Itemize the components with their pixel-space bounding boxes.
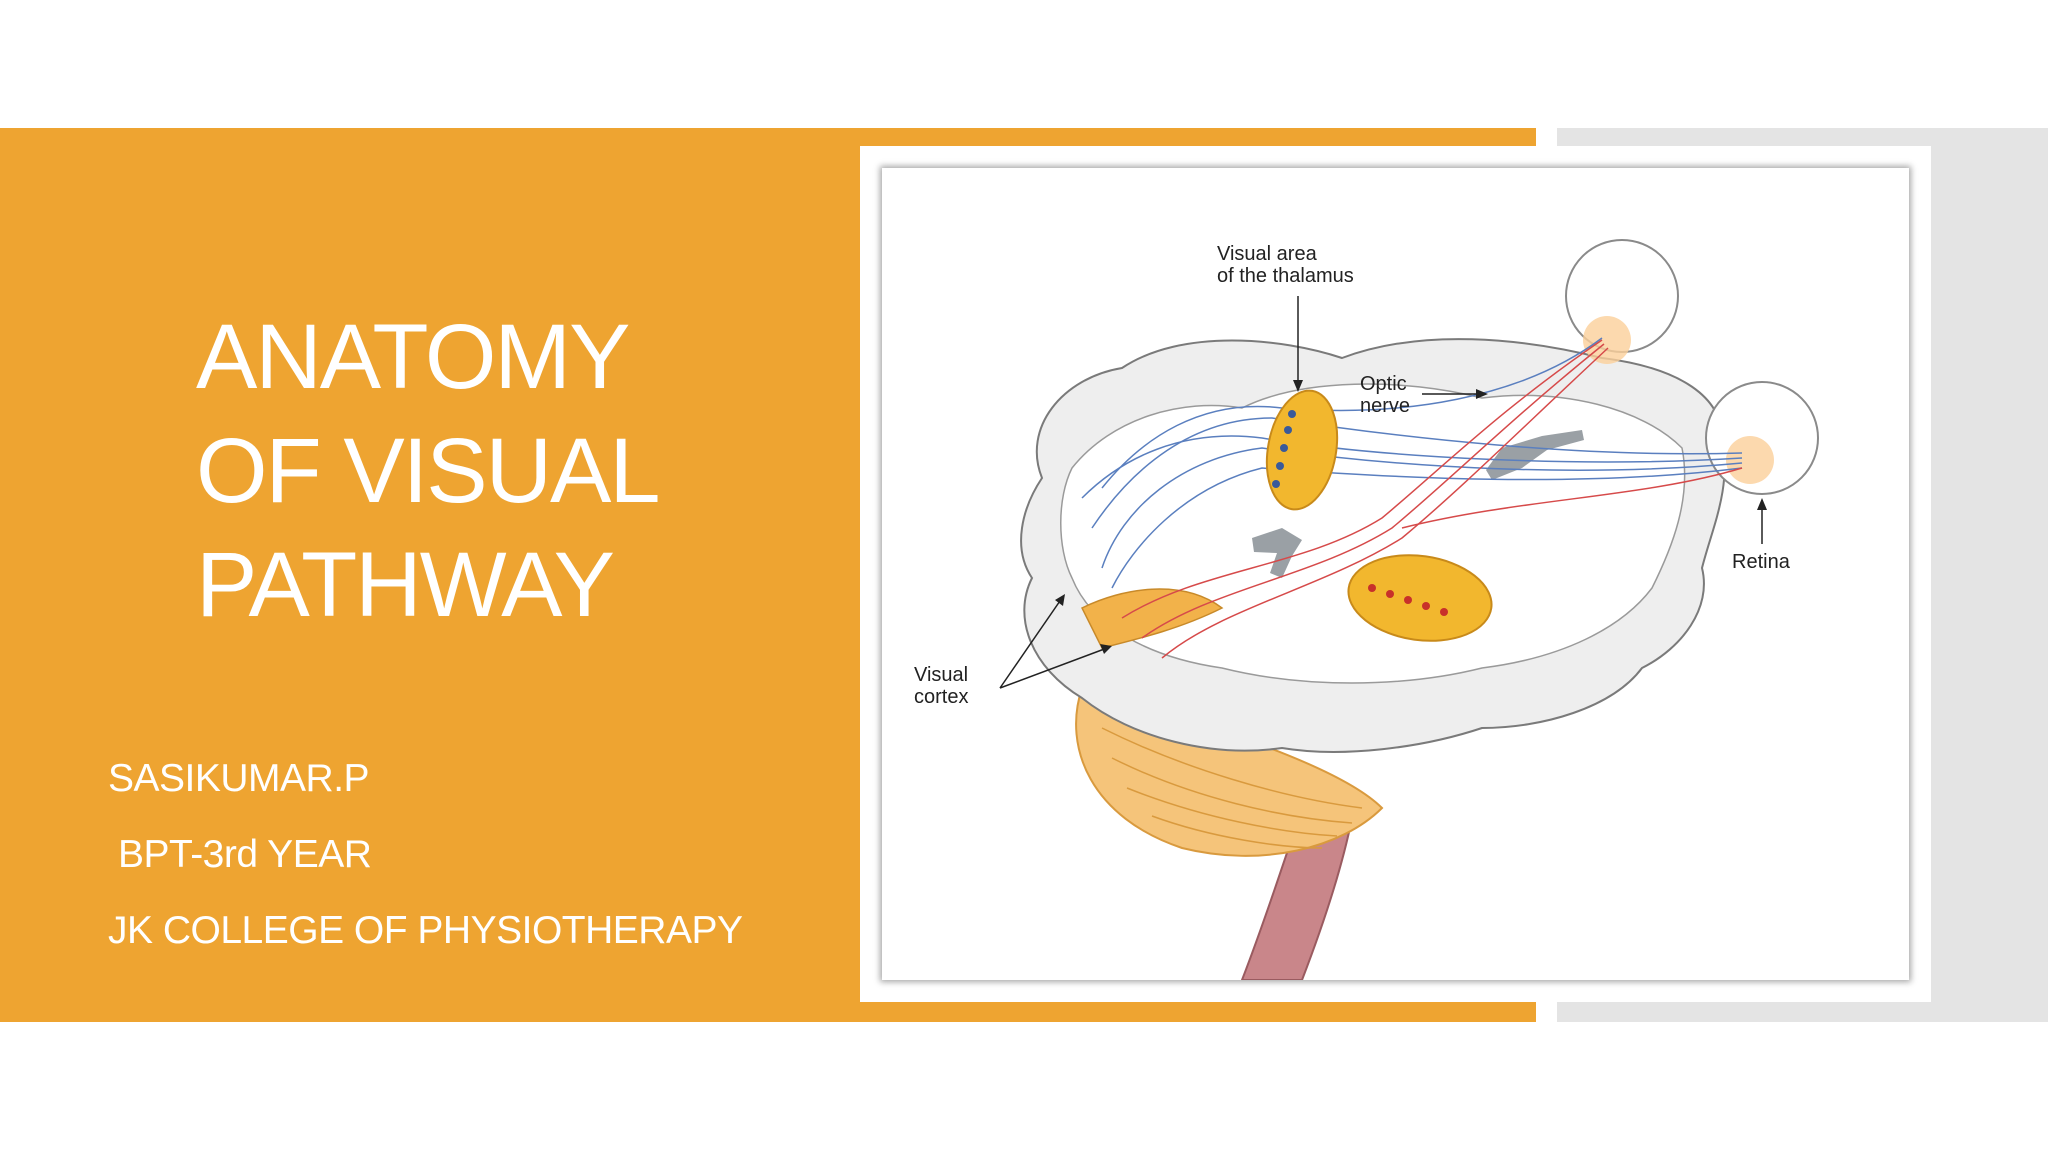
ventricle-shape-2 <box>1486 430 1584 480</box>
retina-spot-lower <box>1726 436 1774 484</box>
thalamus-blue-nuclei <box>1272 410 1296 488</box>
label-thalamus-line2: of the thalamus <box>1217 265 1354 287</box>
label-arrowheads <box>1055 380 1767 654</box>
label-optic-line2: nerve <box>1360 395 1410 417</box>
label-thalamus-line1: Visual area <box>1217 243 1318 265</box>
thalamus-lower <box>1347 554 1493 642</box>
institution-name: JK COLLEGE OF PHYSIOTHERAPY <box>108 909 743 952</box>
course-year: BPT-3rd YEAR <box>118 833 372 876</box>
author-name: SASIKUMAR.P <box>108 757 370 800</box>
title-line-3: PATHWAY <box>196 534 615 636</box>
visual-cortex-fold <box>1080 588 1224 649</box>
label-cortex-line2: cortex <box>914 686 968 708</box>
visual-pathway-illustration: Visual area of the thalamus Optic nerve … <box>914 239 1819 980</box>
title-line-2: OF VISUAL <box>196 420 661 522</box>
ventricle-shape <box>1252 528 1302 578</box>
red-pathway-fibers <box>1121 339 1743 659</box>
slide-title: ANATOMY OF VISUAL PATHWAY <box>196 300 816 642</box>
label-leader-lines <box>999 296 1763 689</box>
label-optic-line1: Optic <box>1360 373 1407 395</box>
thalamus-red-nuclei <box>1368 584 1448 616</box>
retina-spot-upper <box>1583 316 1631 364</box>
visual-pathway-figure: Visual area of the thalamus Optic nerve … <box>882 168 1909 980</box>
label-retina: Retina <box>1732 551 1791 573</box>
thalamus-upper <box>1265 389 1339 511</box>
label-cortex-line1: Visual <box>914 664 968 686</box>
brainstem <box>1240 806 1354 980</box>
cerebellum-folds <box>1101 727 1363 849</box>
title-line-1: ANATOMY <box>196 306 630 408</box>
figure-frame: Visual area of the thalamus Optic nerve … <box>860 146 1931 1002</box>
